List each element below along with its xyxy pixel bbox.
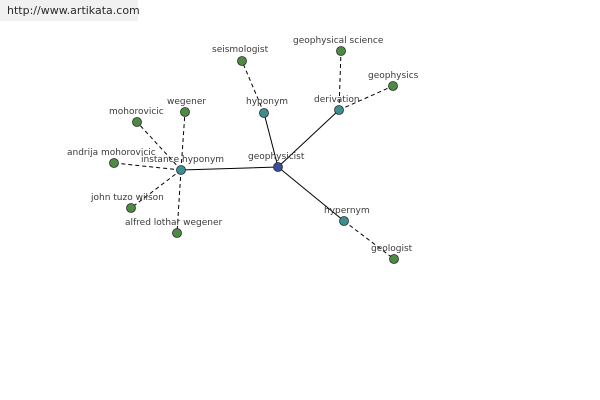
edge-hyponym-seismologist	[241, 60, 265, 114]
node-dot-hyponym[interactable]	[259, 108, 269, 118]
node-wegener[interactable]: wegener	[167, 97, 206, 117]
edge-geophysicist-hyponym	[263, 112, 279, 168]
node-dot-geophysical-science[interactable]	[336, 46, 346, 56]
source-url[interactable]: http://www.artikata.com	[0, 0, 140, 21]
node-label-derivation[interactable]: derivation	[314, 95, 360, 105]
node-label-geophysicist[interactable]: geophysicist	[248, 152, 305, 162]
node-dot-john-tuzo-wilson[interactable]	[126, 203, 136, 213]
node-andrija-mohorovicic[interactable]: andrija mohorovicic	[67, 148, 156, 168]
node-label-john-tuzo-wilson[interactable]: john tuzo wilson	[90, 193, 164, 203]
node-label-geophysical-science[interactable]: geophysical science	[293, 36, 384, 46]
edge-geophysicist-hypernym	[277, 166, 345, 222]
node-geologist[interactable]: geologist	[371, 244, 413, 264]
node-label-instance-hyponym[interactable]: instance hyponym	[141, 155, 224, 165]
node-seismologist[interactable]: seismologist	[212, 45, 269, 66]
node-john-tuzo-wilson[interactable]: john tuzo wilson	[90, 193, 164, 213]
node-label-geologist[interactable]: geologist	[371, 244, 413, 254]
node-label-wegener[interactable]: wegener	[167, 97, 206, 107]
node-geophysics[interactable]: geophysics	[368, 71, 419, 91]
node-dot-andrija-mohorovicic[interactable]	[109, 158, 119, 168]
edge-instance-hyponym-alfred-lothar-wegener	[176, 169, 182, 234]
node-label-andrija-mohorovicic[interactable]: andrija mohorovicic	[67, 148, 156, 158]
node-label-seismologist[interactable]: seismologist	[212, 45, 269, 55]
node-dot-geologist[interactable]	[389, 254, 399, 264]
node-dot-geophysicist[interactable]	[273, 162, 283, 172]
edge-hypernym-geologist	[343, 220, 395, 260]
nodes-layer: geophysicist hyponym derivation instance hy…	[67, 36, 419, 264]
node-mohorovicic[interactable]: mohorovicic	[109, 107, 164, 127]
edge-geophysicist-derivation	[277, 109, 340, 168]
edge-instance-hyponym-john-tuzo-wilson	[130, 169, 182, 209]
node-dot-alfred-lothar-wegener[interactable]	[172, 228, 182, 238]
node-dot-geophysics[interactable]	[388, 81, 398, 91]
edge-instance-hyponym-wegener	[180, 111, 186, 171]
node-geophysical-science[interactable]: geophysical science	[293, 36, 384, 56]
node-instance-hyponym[interactable]: instance hyponym	[141, 155, 224, 175]
node-derivation[interactable]: derivation	[314, 95, 360, 115]
node-hyponym[interactable]: hyponym	[246, 97, 288, 118]
node-dot-mohorovicic[interactable]	[132, 117, 142, 127]
node-dot-derivation[interactable]	[334, 105, 344, 115]
node-dot-hypernym[interactable]	[339, 216, 349, 226]
node-hypernym[interactable]: hypernym	[324, 206, 370, 226]
node-label-alfred-lothar-wegener[interactable]: alfred lothar wegener	[125, 218, 223, 228]
node-label-geophysics[interactable]: geophysics	[368, 71, 419, 81]
edge-instance-hyponym-mohorovicic	[136, 121, 182, 171]
edge-instance-hyponym-andrija-mohorovicic	[113, 162, 182, 171]
node-label-mohorovicic[interactable]: mohorovicic	[109, 107, 164, 117]
node-geophysicist[interactable]: geophysicist	[248, 152, 305, 172]
node-label-hyponym[interactable]: hyponym	[246, 97, 288, 107]
node-dot-seismologist[interactable]	[237, 56, 247, 66]
node-label-hypernym[interactable]: hypernym	[324, 206, 370, 216]
edges-layer	[113, 50, 395, 260]
node-dot-instance-hyponym[interactable]	[176, 165, 186, 175]
node-dot-wegener[interactable]	[180, 107, 190, 117]
edge-derivation-geophysical-science	[338, 50, 342, 111]
node-alfred-lothar-wegener[interactable]: alfred lothar wegener	[125, 218, 223, 238]
edge-geophysicist-instance-hyponym	[180, 166, 279, 171]
edge-derivation-geophysics	[338, 85, 394, 111]
